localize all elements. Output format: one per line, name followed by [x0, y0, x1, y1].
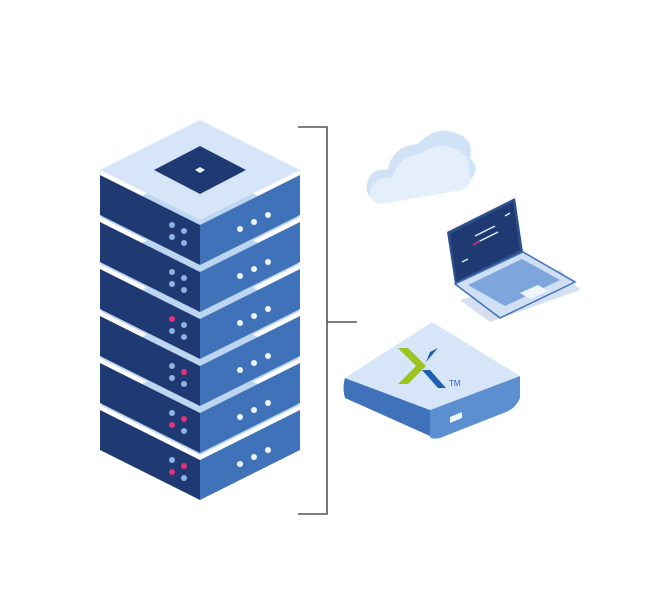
indicator-dot-icon	[169, 222, 175, 228]
server-layer-left-face	[100, 410, 200, 500]
indicator-dot-icon	[181, 416, 187, 422]
indicator-dot-icon	[169, 316, 175, 322]
server-layer-right-face	[200, 316, 300, 406]
status-light-icon	[251, 219, 257, 225]
status-light-icon	[237, 226, 243, 232]
server-layer-left-face	[100, 175, 200, 265]
indicator-dot-icon	[181, 287, 187, 293]
status-light-icon	[251, 313, 257, 319]
indicator-dot-icon	[181, 369, 187, 375]
indicator-dot-icon	[181, 463, 187, 469]
status-light-icon	[265, 447, 271, 453]
indicator-dot-icon	[169, 375, 175, 381]
indicator-dot-icon	[181, 428, 187, 434]
indicator-dot-icon	[169, 457, 175, 463]
indicator-dot-icon	[181, 475, 187, 481]
indicator-dot-icon	[169, 328, 175, 334]
indicator-dot-icon	[181, 381, 187, 387]
server-layer-left-face	[100, 269, 200, 359]
indicator-dot-icon	[169, 422, 175, 428]
status-light-icon	[251, 360, 257, 366]
bracket-connector	[298, 126, 357, 515]
indicator-dot-icon	[169, 234, 175, 240]
status-light-icon	[251, 266, 257, 272]
status-light-icon	[265, 212, 271, 218]
indicator-dot-icon	[169, 363, 175, 369]
status-light-icon	[251, 407, 257, 413]
status-light-icon	[265, 353, 271, 359]
server-layer-right-face	[200, 269, 300, 359]
indicator-dot-icon	[169, 281, 175, 287]
status-light-icon	[237, 320, 243, 326]
server-layer-left-face	[100, 316, 200, 406]
status-light-icon	[265, 259, 271, 265]
laptop-icon	[447, 198, 580, 322]
trademark-label: TM	[449, 379, 461, 388]
server-top-indicator	[195, 167, 205, 173]
status-light-icon	[251, 454, 257, 460]
status-light-icon	[265, 306, 271, 312]
server-layer-right-face	[200, 410, 300, 500]
indicator-dot-icon	[169, 269, 175, 275]
status-light-icon	[237, 273, 243, 279]
status-light-icon	[237, 367, 243, 373]
appliance-box-icon: TM	[343, 322, 520, 439]
server-layer-left-face	[100, 363, 200, 453]
indicator-dot-icon	[181, 240, 187, 246]
server-stack-icon	[100, 120, 300, 500]
cloud-icon	[366, 130, 476, 204]
indicator-dot-icon	[181, 322, 187, 328]
indicator-dot-icon	[181, 334, 187, 340]
indicator-dot-icon	[181, 228, 187, 234]
server-layer-right-face	[200, 175, 300, 265]
indicator-dot-icon	[181, 275, 187, 281]
indicator-dot-icon	[169, 469, 175, 475]
status-light-icon	[265, 400, 271, 406]
indicator-dot-icon	[169, 410, 175, 416]
logo-chevron-icon	[398, 348, 426, 384]
server-layer-right-face	[200, 363, 300, 453]
status-light-icon	[237, 461, 243, 467]
server-layer-left-face	[100, 222, 200, 312]
status-light-icon	[237, 414, 243, 420]
server-layer-right-face	[200, 222, 300, 312]
